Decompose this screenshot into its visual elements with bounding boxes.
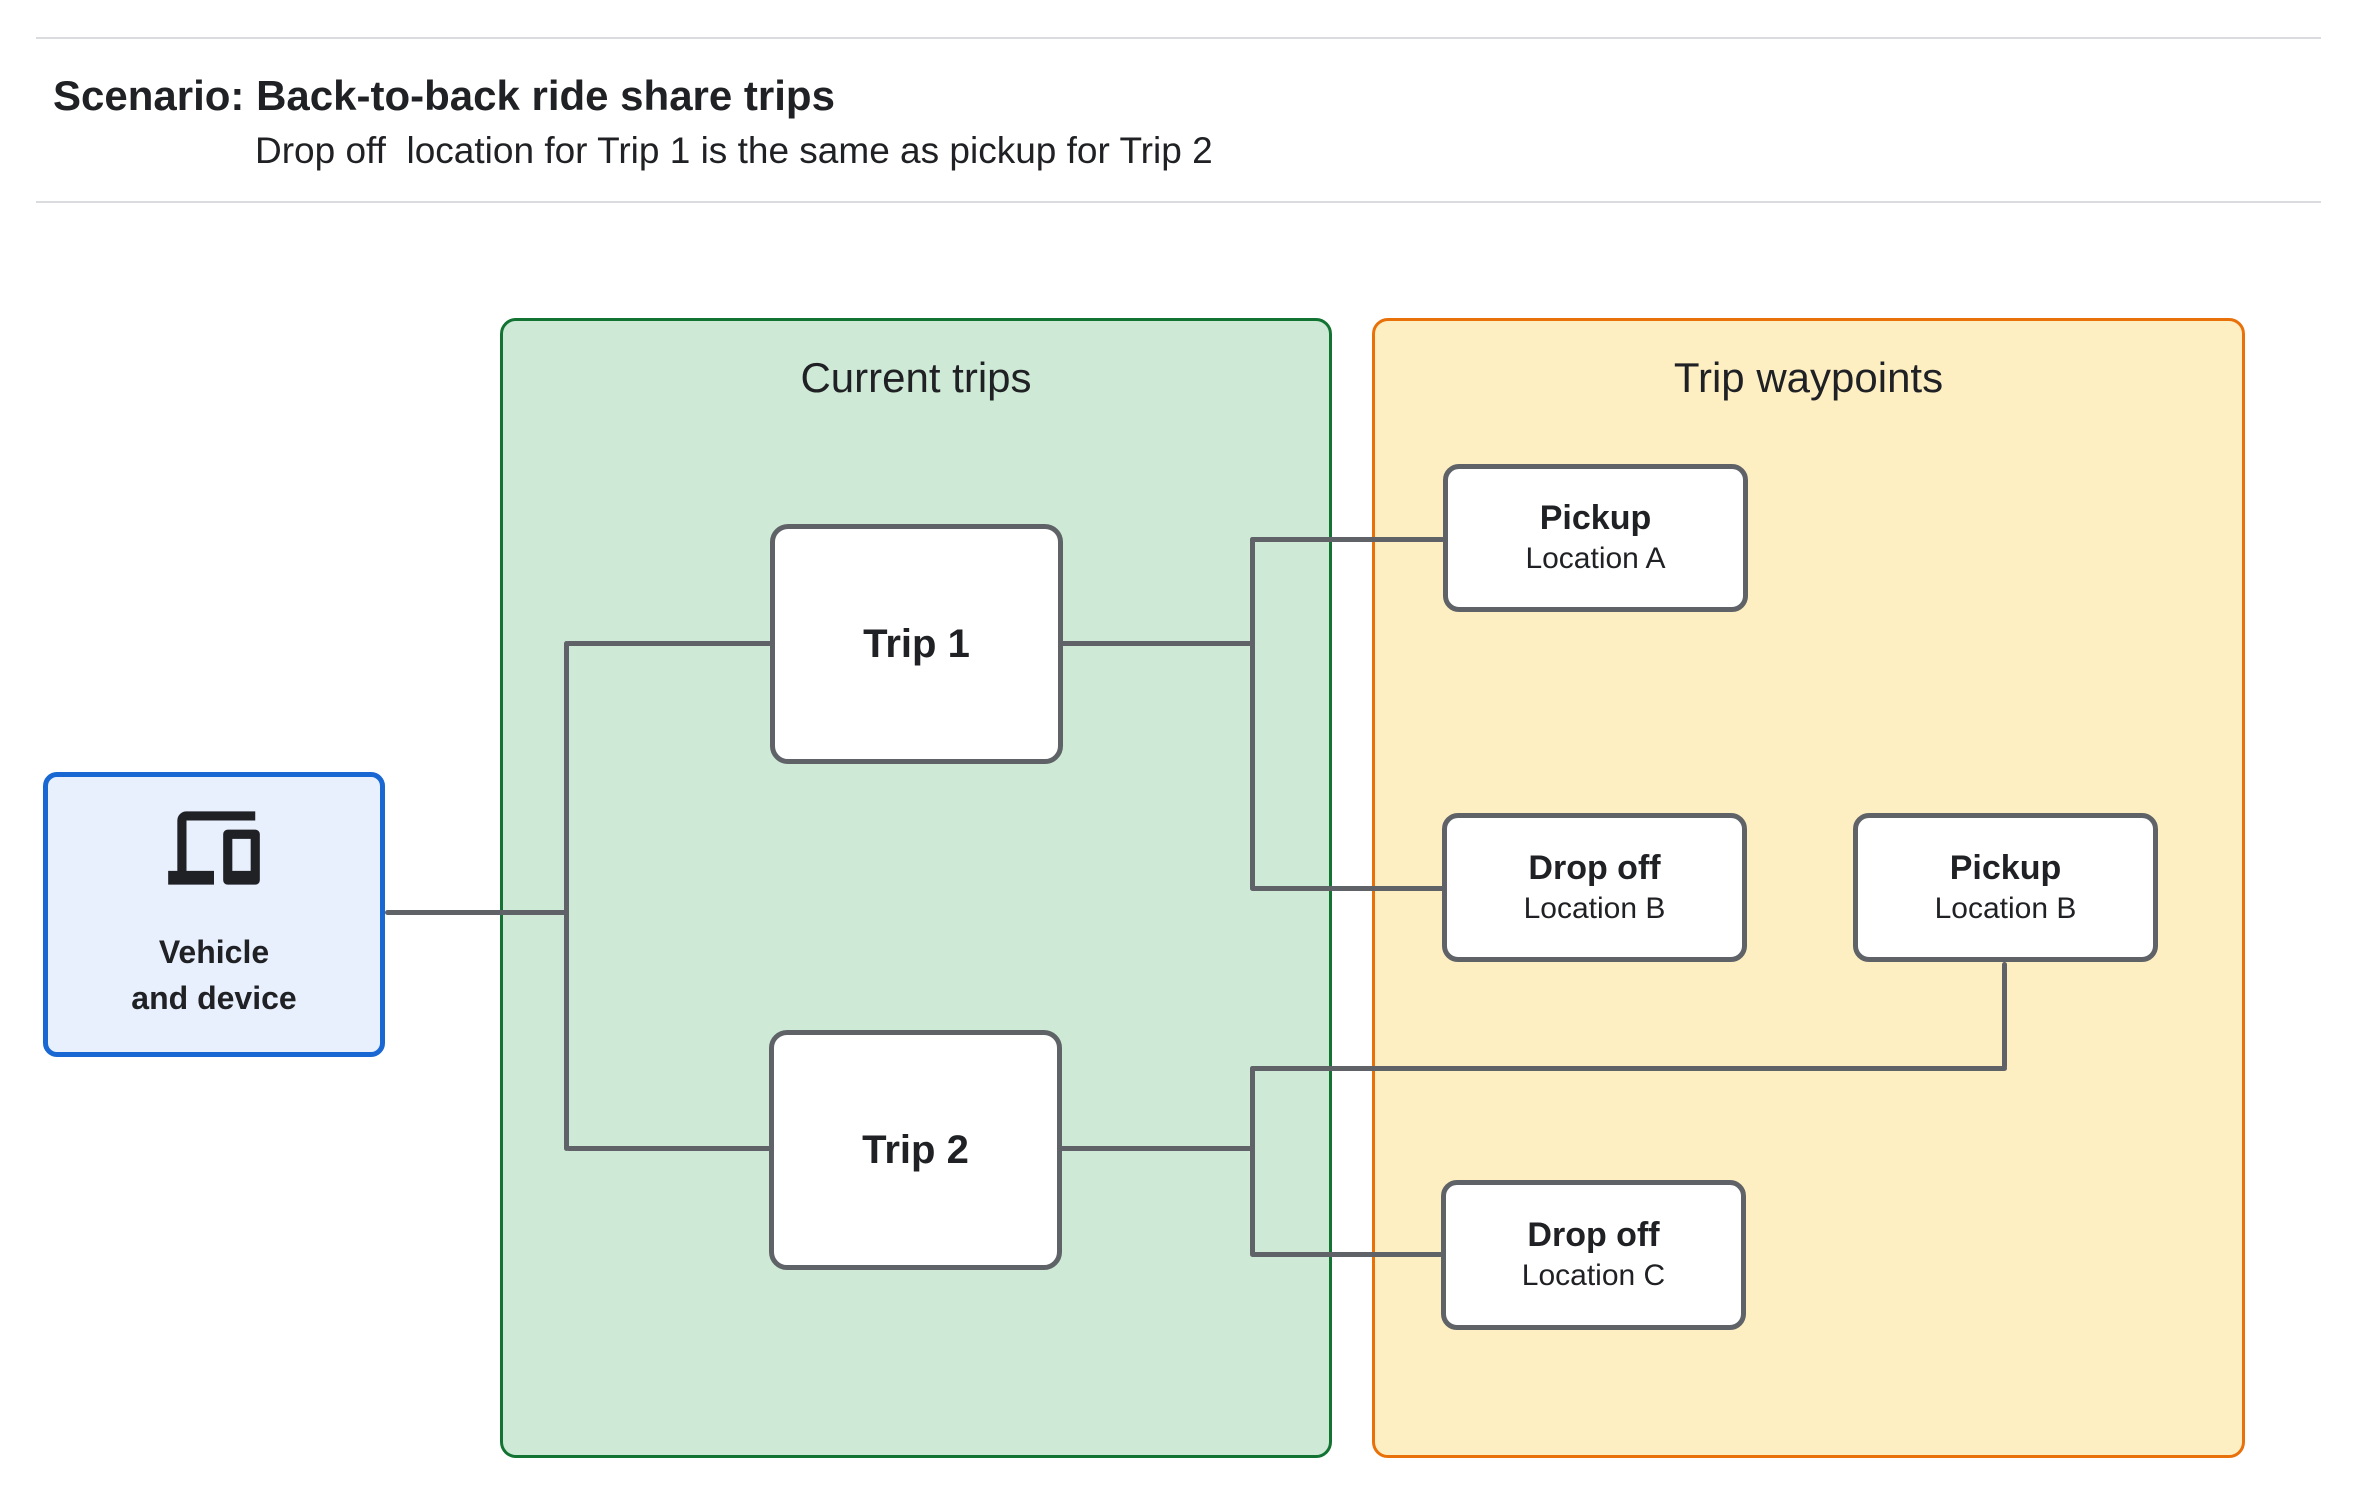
waypoint-dropoff-location-c: Drop off Location C — [1441, 1180, 1746, 1330]
waypoint-title: Drop off — [1527, 1216, 1660, 1254]
trip-1-label: Trip 1 — [863, 621, 970, 666]
devices-icon — [168, 811, 260, 885]
trip-1-node: Trip 1 — [770, 524, 1063, 764]
current-trips-container: Current trips — [500, 318, 1332, 1458]
waypoint-dropoff-location-b: Drop off Location B — [1442, 813, 1747, 962]
waypoint-subtitle: Location A — [1525, 542, 1666, 575]
connector-trip1-out — [1060, 641, 1252, 646]
scenario-subtitle: Drop off location for Trip 1 is the same… — [255, 130, 1213, 171]
connector-pickup-a — [1250, 537, 1445, 542]
connector-trip2-split-vertical — [1250, 1066, 1255, 1256]
waypoint-subtitle: Location B — [1934, 891, 2077, 925]
vehicle-label-line2: and device — [131, 980, 297, 1016]
waypoint-subtitle: Location C — [1521, 1259, 1666, 1292]
header-divider — [36, 201, 2321, 203]
connector-trip2-in — [566, 1146, 771, 1151]
trip-2-node: Trip 2 — [769, 1030, 1062, 1270]
connector-pickup-b-stem — [2002, 962, 2007, 1069]
waypoint-title: Pickup — [1539, 499, 1652, 537]
connector-dropoff-c — [1250, 1252, 1443, 1257]
connector-trip1-split-vertical — [1250, 537, 1255, 890]
current-trips-title: Current trips — [800, 354, 1032, 401]
waypoint-subtitle: Location B — [1523, 891, 1666, 925]
vehicle-node: Vehicle and device — [43, 772, 385, 1057]
waypoint-title: Drop off — [1528, 848, 1661, 887]
connector-trip2-out — [1060, 1146, 1252, 1151]
trip-2-label: Trip 2 — [862, 1127, 969, 1172]
waypoint-pickup-location-a: Pickup Location A — [1443, 464, 1748, 612]
vehicle-label-line1: Vehicle — [158, 934, 270, 970]
trip-waypoints-title: Trip waypoints — [1673, 354, 1944, 401]
connector-trip1-in — [566, 641, 772, 646]
vehicle-label: Vehicle and device — [131, 929, 296, 1021]
connector-dropoff-b — [1250, 886, 1445, 891]
connector-left-vertical — [564, 641, 569, 1151]
connector-pickup-b-horizontal — [1250, 1066, 2007, 1071]
waypoint-pickup-location-b: Pickup Location B — [1853, 813, 2158, 962]
connector-vehicle-horizontal — [385, 910, 566, 915]
scenario-title: Scenario: Back-to-back ride share trips — [53, 72, 835, 119]
waypoint-title: Pickup — [1949, 848, 2062, 887]
top-divider — [36, 37, 2321, 39]
